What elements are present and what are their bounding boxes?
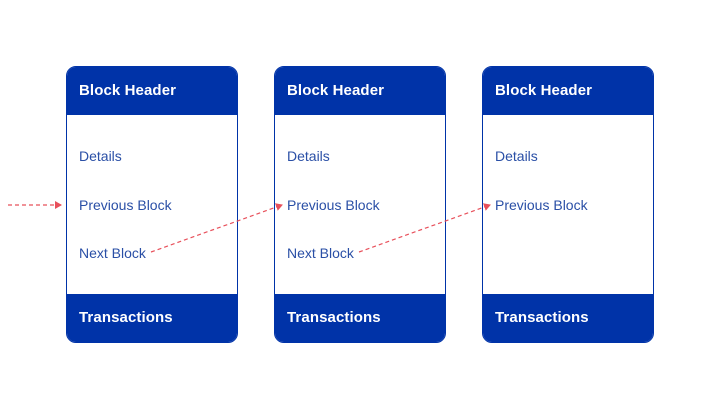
block-2: Block Header Details Previous Block Next… <box>274 66 446 343</box>
previous-block-field: Previous Block <box>495 197 588 213</box>
transactions-footer: Transactions <box>275 294 445 342</box>
block-header: Block Header <box>483 67 653 115</box>
next-block-field: Next Block <box>79 245 146 261</box>
details-field: Details <box>287 148 330 164</box>
next-block-field: Next Block <box>287 245 354 261</box>
transactions-footer: Transactions <box>67 294 237 342</box>
block-1: Block Header Details Previous Block Next… <box>66 66 238 343</box>
previous-block-field: Previous Block <box>79 197 172 213</box>
block-3: Block Header Details Previous Block Tran… <box>482 66 654 343</box>
block-header: Block Header <box>275 67 445 115</box>
details-field: Details <box>79 148 122 164</box>
block-header: Block Header <box>67 67 237 115</box>
details-field: Details <box>495 148 538 164</box>
transactions-footer: Transactions <box>483 294 653 342</box>
previous-block-field: Previous Block <box>287 197 380 213</box>
